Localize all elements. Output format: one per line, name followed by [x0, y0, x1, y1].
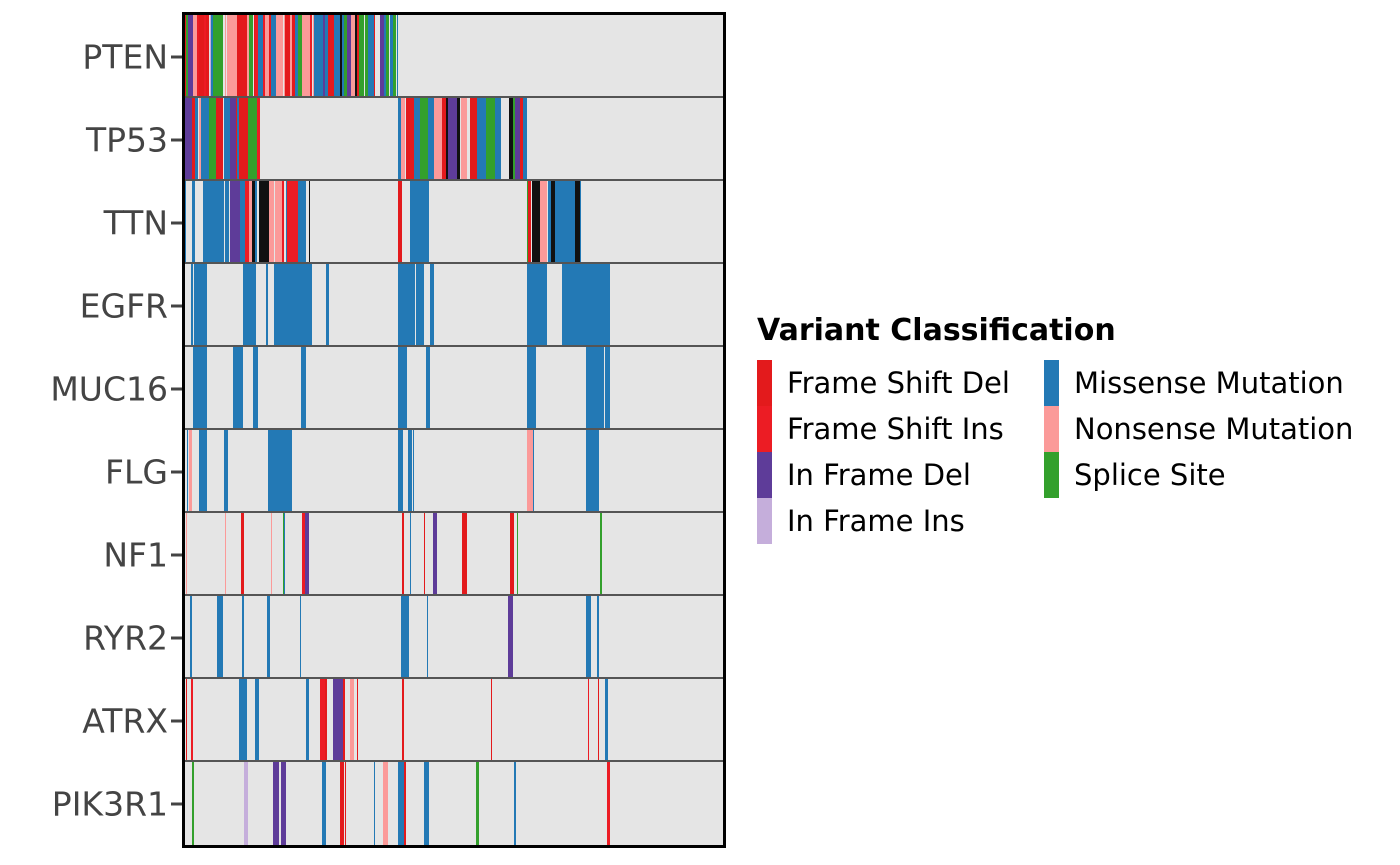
legend-label-in-frame-ins: In Frame Ins	[787, 503, 965, 538]
oncoplot-row-ttn[interactable]	[185, 181, 723, 264]
legend-title: Variant Classification	[757, 313, 1116, 348]
oncoplot-row-pik3r1[interactable]	[185, 762, 723, 845]
gene-tick-muc16	[171, 387, 182, 390]
legend-label-missense-mutation: Missense Mutation	[1074, 365, 1344, 400]
oncoplot-row-egfr[interactable]	[185, 264, 723, 347]
mutation-track-pten[interactable]	[185, 15, 723, 96]
legend-swatch-splice-site	[1044, 452, 1059, 498]
gene-tick-tp53	[171, 138, 182, 141]
gene-label-tp53: TP53	[85, 120, 168, 159]
gene-tick-egfr	[171, 304, 182, 307]
legend-label-frame-shift-del: Frame Shift Del	[787, 365, 1010, 400]
gene-label-ryr2: RYR2	[83, 618, 168, 657]
mutation-track-muc16[interactable]	[185, 347, 723, 428]
legend-swatch-frame-shift-del	[757, 360, 772, 406]
gene-tick-pik3r1	[171, 802, 182, 805]
gene-label-ttn: TTN	[103, 203, 168, 242]
gene-label-egfr: EGFR	[79, 286, 168, 325]
gene-label-nf1: NF1	[103, 535, 168, 574]
gene-tick-flg	[171, 470, 182, 473]
oncoplot-row-pten[interactable]	[185, 15, 723, 98]
legend-swatch-in-frame-ins	[757, 498, 772, 544]
mutation-track-pik3r1[interactable]	[185, 762, 723, 845]
legend-swatch-frame-shift-ins	[757, 406, 772, 452]
legend-item-in-frame-del[interactable]: In Frame Del	[757, 452, 1044, 498]
oncoplot-row-ryr2[interactable]	[185, 596, 723, 679]
legend-swatch-in-frame-del	[757, 452, 772, 498]
mutation-track-atrx[interactable]	[185, 679, 723, 760]
gene-label-pten: PTEN	[82, 37, 168, 76]
gene-tick-nf1	[171, 553, 182, 556]
legend-item-frame-shift-del[interactable]: Frame Shift Del	[757, 360, 1044, 406]
oncoplot-row-muc16[interactable]	[185, 347, 723, 430]
oncoplot-matrix[interactable]	[182, 12, 726, 848]
legend-swatch-missense-mutation	[1044, 360, 1059, 406]
oncoplot-row-flg[interactable]	[185, 430, 723, 513]
gene-label-muc16: MUC16	[50, 369, 168, 408]
gene-tick-ttn	[171, 221, 182, 224]
oncoplot-row-tp53[interactable]	[185, 98, 723, 181]
gene-label-atrx: ATRX	[82, 701, 168, 740]
gene-tick-ryr2	[171, 636, 182, 639]
legend-label-in-frame-del: In Frame Del	[787, 457, 971, 492]
legend-label-nonsense-mutation: Nonsense Mutation	[1074, 411, 1354, 446]
gene-tick-atrx	[171, 719, 182, 722]
legend-item-in-frame-ins[interactable]: In Frame Ins	[757, 498, 1044, 544]
oncoplot-row-atrx[interactable]	[185, 679, 723, 762]
legend-item-nonsense-mutation[interactable]: Nonsense Mutation	[1044, 406, 1353, 452]
legend-swatch-nonsense-mutation	[1044, 406, 1059, 452]
legend-item-frame-shift-ins[interactable]: Frame Shift Ins	[757, 406, 1044, 452]
mutation-track-tp53[interactable]	[185, 98, 723, 179]
oncoplot-row-nf1[interactable]	[185, 513, 723, 596]
legend-item-missense-mutation[interactable]: Missense Mutation	[1044, 360, 1353, 406]
legend-item-splice-site[interactable]: Splice Site	[1044, 452, 1353, 498]
mutation-track-ryr2[interactable]	[185, 596, 723, 677]
mutation-track-flg[interactable]	[185, 430, 723, 511]
mutation-track-nf1[interactable]	[185, 513, 723, 594]
gene-label-flg: FLG	[105, 452, 168, 491]
legend-label-splice-site: Splice Site	[1074, 457, 1226, 492]
mutation-track-egfr[interactable]	[185, 264, 723, 345]
mutation-track-ttn[interactable]	[185, 181, 723, 262]
legend-label-frame-shift-ins: Frame Shift Ins	[787, 411, 1004, 446]
gene-label-pik3r1: PIK3R1	[51, 784, 168, 823]
gene-tick-pten	[171, 55, 182, 58]
